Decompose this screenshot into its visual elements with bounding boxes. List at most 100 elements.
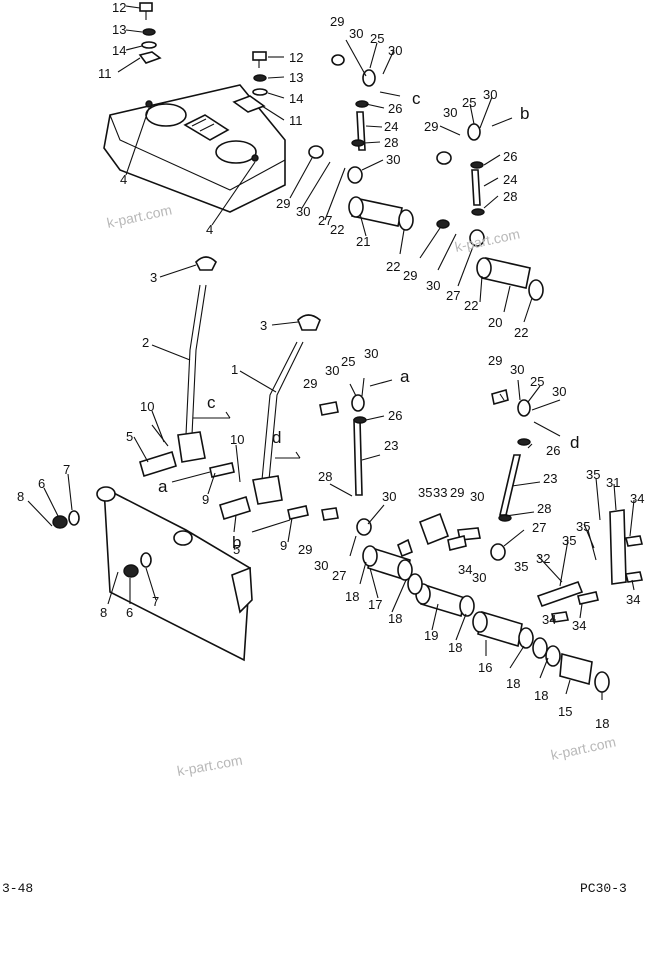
- label-30: 30: [364, 346, 378, 361]
- label-12: 12: [289, 50, 303, 65]
- label-8: 8: [100, 605, 107, 620]
- label-5: 5: [126, 429, 133, 444]
- label-32: 32: [536, 551, 550, 566]
- label-3: 3: [260, 318, 267, 333]
- label-22: 22: [514, 325, 528, 340]
- label-29: 29: [330, 14, 344, 29]
- knob-3-upper: [195, 256, 217, 271]
- label-30: 30: [510, 362, 524, 377]
- label-34: 34: [626, 592, 640, 607]
- nut-6-upper: [52, 515, 68, 529]
- label-29: 29: [303, 376, 317, 391]
- label-30: 30: [314, 558, 328, 573]
- link-label-b: b: [232, 533, 241, 552]
- link-label-c: c: [412, 89, 421, 108]
- label-18: 18: [345, 589, 359, 604]
- label-7: 7: [152, 594, 159, 609]
- washer-7-upper: [68, 510, 80, 526]
- label-23: 23: [384, 438, 398, 453]
- label-16: 16: [478, 660, 492, 675]
- label-19: 19: [424, 628, 438, 643]
- label-4: 4: [206, 222, 213, 237]
- rod-24-right: [471, 169, 481, 206]
- label-35: 35: [514, 559, 528, 574]
- label-33: 33: [433, 485, 447, 500]
- label-5: 5: [233, 542, 240, 557]
- label-34: 34: [542, 612, 556, 627]
- pin-5-left: [139, 450, 177, 478]
- label-8: 8: [17, 489, 24, 504]
- lever-bracket-plate: [96, 486, 253, 662]
- label-35: 35: [562, 533, 576, 548]
- label-25: 25: [462, 95, 476, 110]
- label-26: 26: [503, 149, 517, 164]
- label-24: 24: [384, 119, 398, 134]
- label-18: 18: [388, 611, 402, 626]
- label-27: 27: [332, 568, 346, 583]
- model-code: PC30-3: [580, 881, 627, 896]
- label-25: 25: [530, 374, 544, 389]
- pin-5-right: [219, 495, 251, 521]
- label-29: 29: [488, 353, 502, 368]
- link-31: [609, 509, 627, 585]
- label-25: 25: [341, 354, 355, 369]
- label-11: 11: [98, 66, 112, 81]
- watermark: k-part.com: [549, 734, 617, 763]
- label-30: 30: [388, 43, 402, 58]
- label-25: 25: [370, 31, 384, 46]
- label-35: 35: [418, 485, 432, 500]
- link-label-d: d: [272, 428, 281, 447]
- label-3: 3: [150, 270, 157, 285]
- link-label-c: c: [207, 393, 216, 412]
- label-10: 10: [140, 399, 154, 414]
- label-14: 14: [289, 91, 303, 106]
- shaft-19: [415, 583, 475, 618]
- label-29: 29: [298, 542, 312, 557]
- label-30: 30: [426, 278, 440, 293]
- label-35: 35: [576, 519, 590, 534]
- label-24: 24: [503, 172, 517, 187]
- bolt-9-left: [209, 462, 235, 478]
- label-18: 18: [506, 676, 520, 691]
- label-9: 9: [280, 538, 287, 553]
- label-30: 30: [386, 152, 400, 167]
- label-28: 28: [537, 501, 551, 516]
- label-29: 29: [424, 119, 438, 134]
- link-label-b: b: [520, 104, 529, 123]
- label-27: 27: [446, 288, 460, 303]
- label-1: 1: [231, 362, 238, 377]
- label-29: 29: [276, 196, 290, 211]
- label-17: 17: [368, 597, 382, 612]
- nut-6-lower: [123, 564, 139, 578]
- label-28: 28: [503, 189, 517, 204]
- label-29: 29: [450, 485, 464, 500]
- label-22: 22: [330, 222, 344, 237]
- label-21: 21: [356, 234, 370, 249]
- bolt-9-right: [287, 505, 309, 520]
- label-34: 34: [572, 618, 586, 633]
- label-10: 10: [230, 432, 244, 447]
- label-12: 12: [112, 0, 126, 15]
- lever-1: [252, 341, 304, 505]
- shaft-16: [472, 610, 523, 648]
- label-35: 35: [586, 467, 600, 482]
- label-26: 26: [546, 443, 560, 458]
- label-26: 26: [388, 408, 402, 423]
- label-29: 29: [403, 268, 417, 283]
- washer-7-lower: [140, 552, 152, 568]
- watermark: k-part.com: [105, 202, 173, 231]
- label-27: 27: [318, 213, 332, 228]
- label-18: 18: [448, 640, 462, 655]
- label-26: 26: [388, 101, 402, 116]
- label-30: 30: [349, 26, 363, 41]
- label-6: 6: [38, 476, 45, 491]
- label-14: 14: [112, 43, 126, 58]
- label-22: 22: [386, 259, 400, 274]
- label-15: 15: [558, 704, 572, 719]
- rod-23-left: [353, 419, 363, 496]
- label-9: 9: [202, 492, 209, 507]
- label-30: 30: [296, 204, 310, 219]
- label-23: 23: [543, 471, 557, 486]
- label-30: 30: [483, 87, 497, 102]
